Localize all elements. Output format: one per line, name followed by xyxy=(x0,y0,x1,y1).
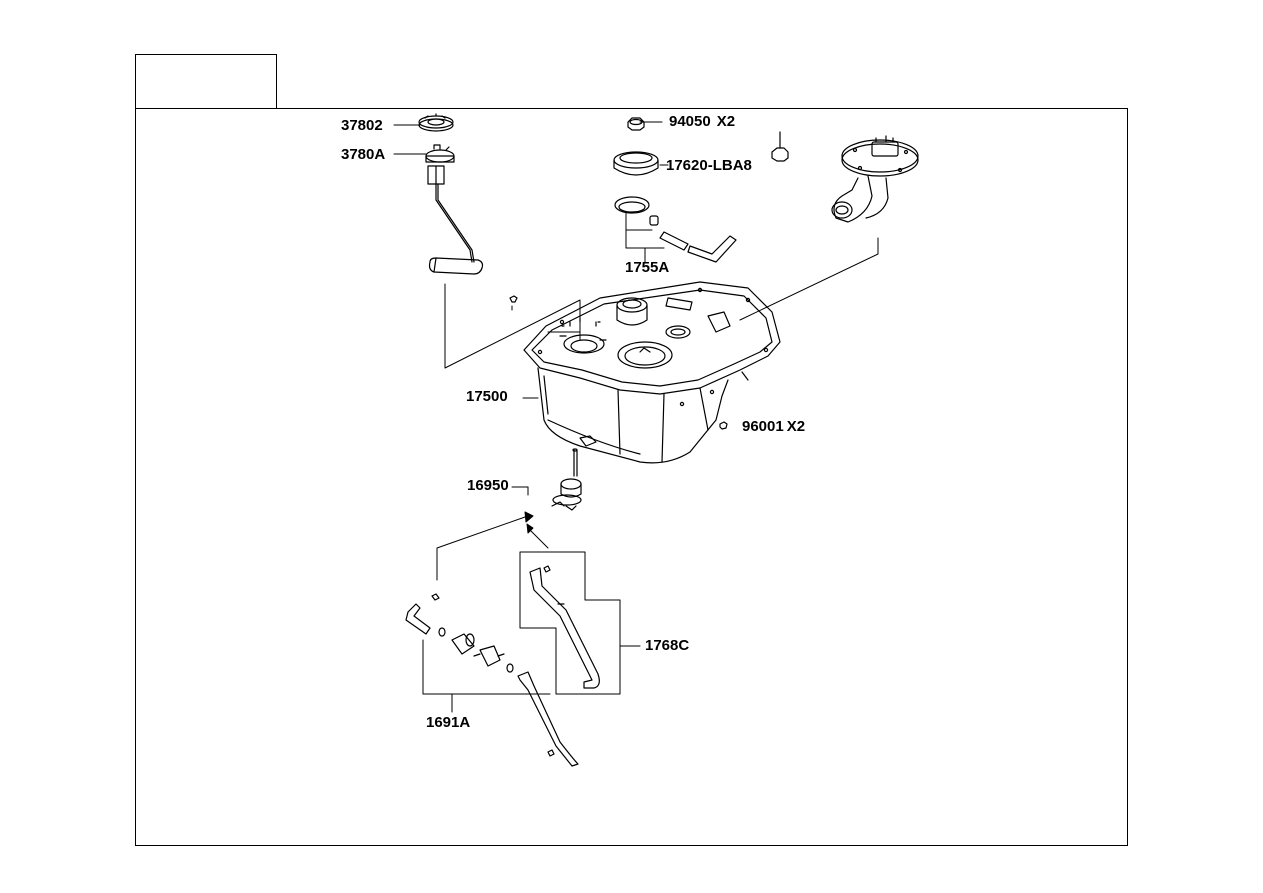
fuel-sender-part xyxy=(425,144,484,275)
part-label-37802: 37802 xyxy=(341,117,383,134)
nut-part xyxy=(627,117,789,162)
quantity-label: X2 xyxy=(786,418,806,435)
part-label-16950: 16950 xyxy=(467,477,509,494)
title-box xyxy=(135,54,277,109)
filler-hose-kit-part xyxy=(614,196,737,263)
clip-part xyxy=(509,295,518,303)
leader-lines xyxy=(393,121,879,713)
hose-1768c-part xyxy=(529,565,600,689)
part-label-1691a: 1691A xyxy=(426,714,471,731)
part-label-1755a: 1755A xyxy=(625,259,670,276)
part-label-17620: 17620-LBA8 xyxy=(666,157,752,174)
hose-1691a-part xyxy=(405,593,579,767)
valve-part xyxy=(551,448,582,511)
bolt-part xyxy=(719,421,728,430)
fuel-tank-part xyxy=(523,281,781,464)
part-label-1768c: 1768C xyxy=(645,637,690,654)
quantity-label: X2 xyxy=(716,113,736,130)
filler-cap-part xyxy=(613,151,659,176)
part-label-17500: 17500 xyxy=(466,388,508,405)
lock-ring-part xyxy=(418,113,454,132)
diagram-frame xyxy=(135,108,1128,846)
fuel-pump-module-part xyxy=(831,135,919,223)
part-label-3780a: 3780A xyxy=(341,146,386,163)
